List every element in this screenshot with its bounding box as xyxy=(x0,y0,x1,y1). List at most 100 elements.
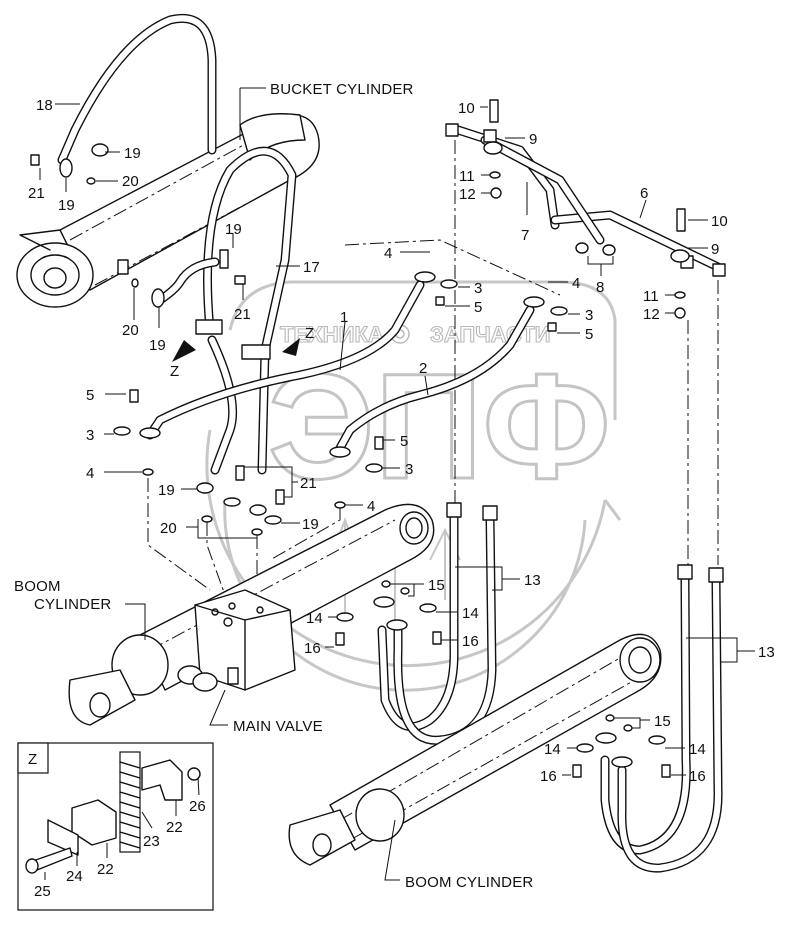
flange-14b xyxy=(386,619,408,631)
flange-19 xyxy=(59,158,73,178)
label-boom-cylinder-bottom: BOOM CYLINDER xyxy=(405,874,533,891)
callout-18: 18 xyxy=(36,97,53,114)
callout-19: 19 xyxy=(58,197,75,214)
detail-z-title: Z xyxy=(28,751,37,768)
bolt-16b xyxy=(432,631,442,645)
clamp-half-22-rear xyxy=(141,759,183,801)
bolt-5a xyxy=(435,296,445,306)
o-ring-20d xyxy=(251,528,263,536)
callout-13: 13 xyxy=(524,572,541,589)
bolt-21b xyxy=(234,275,246,285)
o-ring-15c xyxy=(605,714,615,722)
detail-callout-26: 26 xyxy=(189,798,206,815)
callout-14: 14 xyxy=(462,605,479,622)
bolt-16d xyxy=(661,764,671,778)
hose-elbow-19 xyxy=(155,257,220,305)
hose-clamp-z-left xyxy=(195,319,223,335)
callout-4: 4 xyxy=(367,498,375,515)
hoses-13-middle xyxy=(377,510,497,745)
detail-callout-23: 23 xyxy=(143,833,160,850)
detail-z-panel: Z 26 22 23 22 24 25 xyxy=(17,742,214,911)
bolt-21c xyxy=(235,465,245,481)
callout-1: 1 xyxy=(340,309,348,326)
clamp-3a xyxy=(440,279,458,289)
flange-19b xyxy=(151,288,165,308)
callout-21: 21 xyxy=(234,306,251,323)
callout-3: 3 xyxy=(405,461,413,478)
callout-5: 5 xyxy=(86,387,94,404)
callout-9: 9 xyxy=(529,131,537,148)
hoses-13-right xyxy=(600,575,723,873)
callout-10: 10 xyxy=(458,100,475,117)
callout-12: 12 xyxy=(643,306,660,323)
fitting-8b xyxy=(602,244,616,256)
flange-hose-2 xyxy=(523,296,545,308)
nut-26 xyxy=(187,767,201,781)
clamp-19f xyxy=(264,515,282,525)
callout-4: 4 xyxy=(86,465,94,482)
label-boom-cylinder-left-line2: CYLINDER xyxy=(34,596,111,613)
flange-14e xyxy=(595,732,617,744)
callout-19: 19 xyxy=(158,482,175,499)
clamp-3b xyxy=(550,306,568,316)
clamp-3d xyxy=(365,463,383,473)
bolt-21 xyxy=(30,154,40,166)
callout-15: 15 xyxy=(654,713,671,730)
hose-end-13b xyxy=(482,505,498,521)
callout-19: 19 xyxy=(225,221,242,238)
callout-21: 21 xyxy=(300,475,317,492)
callout-21: 21 xyxy=(28,185,45,202)
callout-9: 9 xyxy=(711,241,719,258)
callout-11: 11 xyxy=(459,168,475,185)
bolt-5c xyxy=(129,389,139,403)
watermark-text-right: ЗАПЧАСТИ xyxy=(430,322,551,347)
flange-19f xyxy=(249,504,267,516)
flange-14a xyxy=(373,596,395,608)
o-ring-20b xyxy=(131,278,139,288)
hose-end-13c xyxy=(677,564,693,580)
detail-callout-25: 25 xyxy=(34,883,51,900)
washer-11a xyxy=(489,171,501,179)
flange-hose-1 xyxy=(414,271,436,283)
callout-5: 5 xyxy=(474,299,482,316)
o-ring-20 xyxy=(86,177,96,185)
callout-10: 10 xyxy=(711,213,728,230)
callout-11: 11 xyxy=(643,288,659,305)
bolt-16a xyxy=(335,632,345,646)
callout-14: 14 xyxy=(689,741,706,758)
callout-6: 6 xyxy=(640,185,648,202)
bolt-10b xyxy=(676,208,686,232)
o-ring-20c xyxy=(201,515,213,523)
callout-3: 3 xyxy=(86,427,94,444)
arrow-z-left-icon xyxy=(172,340,196,362)
detail-callout-22: 22 xyxy=(97,861,114,878)
callout-5: 5 xyxy=(400,433,408,450)
flange-19e xyxy=(196,482,214,494)
callout-19: 19 xyxy=(124,145,141,162)
clamp-14d xyxy=(419,603,437,613)
bolt-16c xyxy=(572,764,582,778)
callout-14: 14 xyxy=(544,741,561,758)
o-ring-4c xyxy=(142,468,154,476)
main-valve xyxy=(177,589,296,692)
detail-z-title-box xyxy=(17,742,49,774)
clamp-19c xyxy=(219,249,229,269)
callout-5: 5 xyxy=(585,326,593,343)
callout-8: 8 xyxy=(596,279,604,296)
callout-13: 13 xyxy=(758,644,775,661)
fitting-8a xyxy=(575,242,589,254)
callout-15: 15 xyxy=(428,577,445,594)
clamp-19e xyxy=(223,497,241,507)
o-ring-15d xyxy=(623,724,633,732)
bucket-cylinder xyxy=(16,113,320,308)
o-ring-15a xyxy=(381,580,391,588)
callout-17: 17 xyxy=(303,259,320,276)
pipe-end-6 xyxy=(712,263,726,277)
clamp-19 xyxy=(91,143,109,157)
detail-callout-22: 22 xyxy=(166,819,183,836)
callout-16: 16 xyxy=(304,640,321,657)
nut-12a xyxy=(490,187,502,199)
clamp-14h xyxy=(648,735,666,745)
hose-end-13d xyxy=(708,567,724,583)
